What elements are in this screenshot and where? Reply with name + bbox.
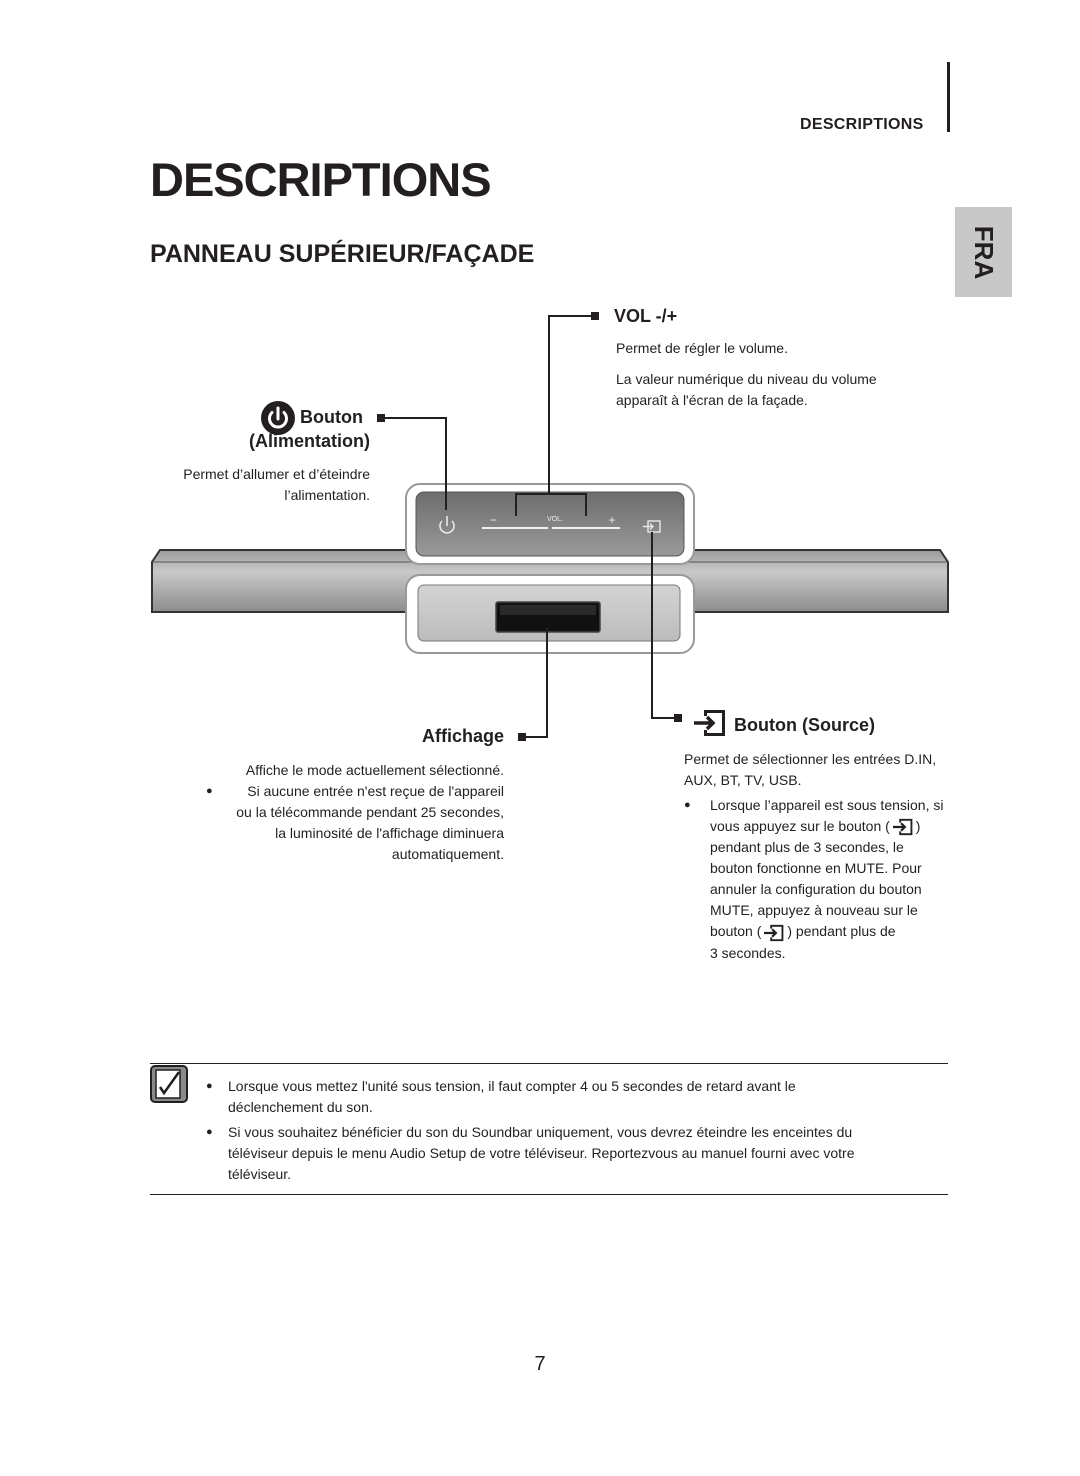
source-input-icon [692,707,728,739]
vol-minus-glyph: − [490,513,497,527]
bullet-dot: ● [684,799,691,811]
source-label: Bouton (Source) [734,715,875,735]
header-rule [947,62,950,132]
source-desc-line: AUX, BT, TV, USB. [684,772,802,788]
bullet-dot: ● [206,1126,213,1138]
display-desc-intro: Affiche le mode actuellement sélectionné… [245,762,504,778]
note-line: téléviseur depuis le menu Audio Setup de… [228,1145,855,1161]
source-bullet-line: bouton ( [710,923,762,940]
bullet-dot: ● [206,785,213,797]
note-line: téléviseur. [228,1166,292,1182]
power-desc-line: l’alimentation. [284,487,370,503]
front-display-panel [405,574,695,654]
display-bullet-line: automatiquement. [391,846,504,862]
display-label: Affichage [421,726,504,746]
vol-description: Permet de régler le volume. La valeur nu… [616,338,946,411]
power-label-2: (Alimentation) [249,431,370,451]
source-inline-icon [890,817,916,837]
vol-plus-glyph: + [608,513,615,527]
vol-desc-line: La valeur numérique du niveau du volume [616,371,877,387]
note-line: déclenchement du son. [228,1099,373,1115]
notes-list: ● Lorsque vous mettez l'unité sous tensi… [206,1076,906,1185]
section-title: PANNEAU SUPÉRIEUR/FAÇADE [150,240,535,268]
source-bullet-line: pendant plus de 3 secondes, le [710,839,904,856]
note-item: ● Si vous souhaitez bénéficier du son du… [206,1122,906,1185]
leader-markers [377,312,682,741]
vol-desc-line: apparaît à l'écran de la façade. [616,392,808,408]
source-bullet-line: bouton fonctionne en MUTE. Pour [710,860,922,877]
note-item: ● Lorsque vous mettez l'unité sous tensi… [206,1076,906,1118]
power-description: Permet d’allumer et d’éteindre l’aliment… [120,464,370,506]
notes-top-rule [150,1063,948,1064]
source-desc-line: Permet de sélectionner les entrées D.IN, [684,751,937,767]
page-title: DESCRIPTIONS [150,153,492,206]
display-bullet-line: la luminosité de l'affichage diminuera [275,825,504,841]
page-number: 7 [534,1353,546,1375]
vol-text: VOL. [547,516,563,523]
source-inline-icon [761,923,787,943]
note-line: Lorsque vous mettez l'unité sous tension… [228,1078,796,1094]
power-desc-line: Permet d’allumer et d’éteindre [183,466,370,482]
note-icon [150,1065,188,1103]
language-tab: FRA [955,207,1012,297]
source-bullet-line: Lorsque l’appareil est sous tension, si [710,797,944,813]
display-bullet-line: ou la télécommande pendant 25 secondes, [236,804,504,820]
source-description: Permet de sélectionner les entrées D.IN,… [684,749,974,964]
source-bullet-line: vous appuyez sur le bouton ( [710,818,890,834]
power-icon [261,401,295,435]
note-line: Si vous souhaitez bénéficier du son du S… [228,1124,853,1140]
vol-label: VOL -/+ [614,306,678,326]
source-bullet-line: annuler la configuration du bouton [710,881,922,898]
top-control-panel: − VOL. + [405,483,695,565]
running-header: DESCRIPTIONS [800,116,924,133]
leader-lines [385,315,674,738]
panel-power-icon [439,516,455,534]
panel-source-icon [643,520,661,533]
display-description: Affiche le mode actuellement sélectionné… [150,760,504,865]
notes-bottom-rule [150,1194,948,1195]
vol-desc-line: Permet de régler le volume. [616,340,788,356]
source-bullet-line: MUTE, appuyez à nouveau sur le [710,902,918,919]
display-bullet-line: Si aucune entrée n'est reçue de l'appare… [247,783,504,799]
power-label-1: Bouton [300,407,363,427]
bullet-dot: ● [206,1080,213,1092]
source-bullet-line: 3 secondes. [710,944,786,961]
